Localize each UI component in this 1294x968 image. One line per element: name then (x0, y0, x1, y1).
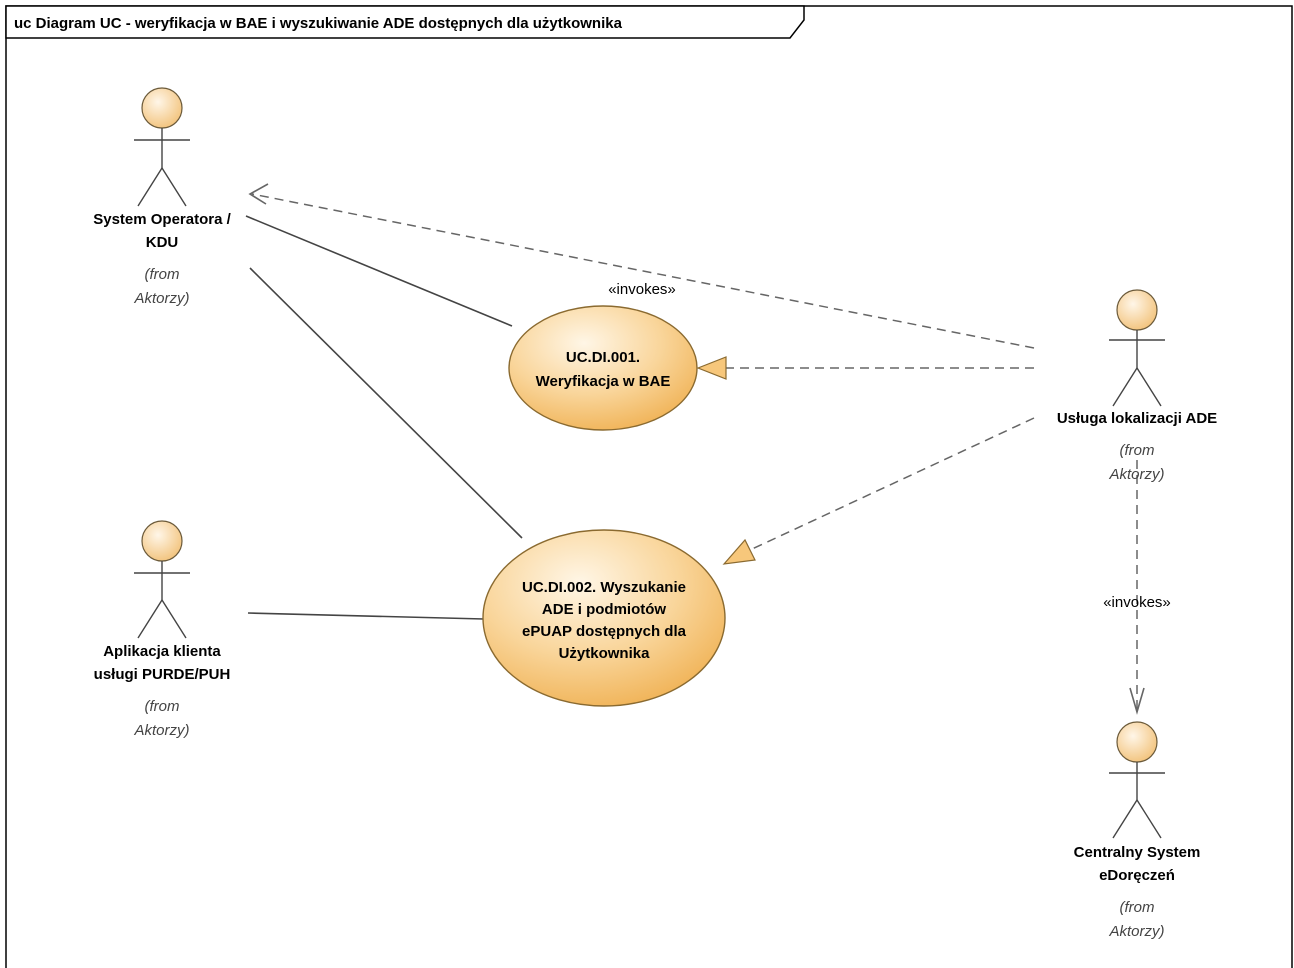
actor-head-icon (141, 87, 183, 129)
actor-name-line2: usługi PURDE/PUH (94, 666, 231, 683)
actor-from-line1: (from (1120, 442, 1155, 459)
actor-head-icon (141, 520, 183, 562)
usecase-uc002-line2: ADE i podmiotów (542, 601, 666, 618)
actor-aplikacja-klienta[interactable]: Aplikacja klienta usługi PURDE/PUH (from… (94, 520, 231, 739)
actor-head-icon (1116, 721, 1158, 763)
usecase-uc001[interactable]: UC.DI.001. Weryfikacja w BAE (508, 305, 698, 431)
generalization-usluga-uc002 (749, 417, 1035, 551)
actor-name-line1: Usługa lokalizacji ADE (1057, 410, 1217, 427)
actor-from-line1: (from (145, 266, 180, 283)
actor-from-line2: Aktorzy) (133, 722, 189, 739)
actor-from-line1: (from (1120, 899, 1155, 916)
actor-name-line2: KDU (146, 234, 179, 251)
stereotype-invokes-top: «invokes» (608, 281, 676, 298)
actor-centralny-system[interactable]: Centralny System eDoręczeń (from Aktorzy… (1074, 721, 1201, 940)
actor-name-line1: Centralny System (1074, 844, 1201, 861)
usecase-uc001-ellipse (508, 305, 698, 431)
usecase-uc002-ellipse (482, 529, 726, 707)
actor-head-icon (1116, 289, 1158, 331)
diagram-frame-tab (5, 5, 805, 39)
association-operator-uc002 (249, 267, 523, 539)
usecase-uc002-line3: ePUAP dostępnych dla (522, 623, 687, 640)
usecase-uc002-line4: Użytkownika (559, 645, 651, 662)
usecase-uc002[interactable]: UC.DI.002. Wyszukanie ADE i podmiotów eP… (482, 529, 726, 707)
actor-name-line2: eDoręczeń (1099, 867, 1175, 884)
actor-usluga-lokalizacji[interactable]: Usługa lokalizacji ADE (from Aktorzy) (1057, 289, 1217, 483)
actor-name-line1: Aplikacja klienta (103, 643, 221, 660)
generalization-head-uc001 (696, 356, 727, 380)
association-operator-uc001 (245, 215, 513, 327)
generalization-head-uc002 (722, 538, 756, 565)
actor-name-line1: System Operatora / (93, 211, 231, 228)
dependency-arrowhead-centralny (1129, 687, 1145, 715)
diagram-frame (5, 5, 1293, 968)
diagram-title: uc Diagram UC - weryfikacja w BAE i wysz… (14, 15, 623, 32)
stereotype-invokes-right: «invokes» (1103, 594, 1171, 611)
dependency-arrowhead-operator (248, 183, 269, 205)
actor-from-line2: Aktorzy) (133, 290, 189, 307)
association-aplikacja-uc002 (247, 612, 485, 620)
usecase-uc001-line1: UC.DI.001. (566, 349, 640, 366)
actor-system-operatora[interactable]: System Operatora / KDU (from Aktorzy) (93, 87, 232, 307)
usecase-uc001-line2: Weryfikacja w BAE (536, 373, 671, 390)
actor-from-line2: Aktorzy) (1108, 466, 1164, 483)
usecase-uc002-line1: UC.DI.002. Wyszukanie (522, 579, 686, 596)
actor-from-line1: (from (145, 698, 180, 715)
actor-from-line2: Aktorzy) (1108, 923, 1164, 940)
dependency-usluga-operator (251, 193, 1035, 349)
